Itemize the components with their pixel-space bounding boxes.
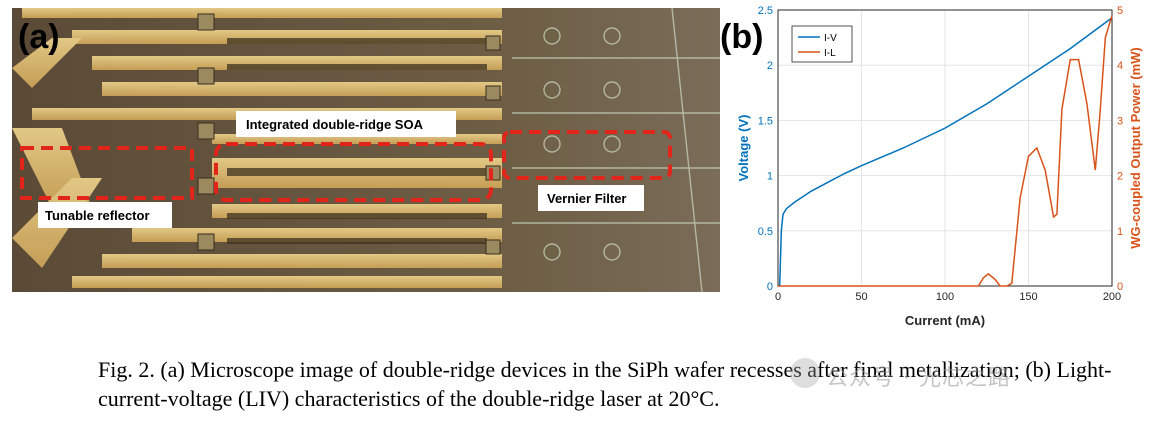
figure-caption: Fig. 2. (a) Microscope image of double-r…: [98, 357, 1112, 411]
y-left-axis-label: Voltage (V): [736, 115, 751, 182]
y-left-tick-label: 2: [767, 60, 773, 72]
watermark-text: 公众号 · 光芯之路: [826, 366, 1011, 391]
soa-label: Integrated double-ridge SOA: [246, 117, 424, 132]
y-right-axis-label: WG-coupled Output Power (mW): [1128, 47, 1143, 248]
y-right-tick-label: 3: [1117, 115, 1123, 127]
x-tick-label: 100: [936, 291, 954, 303]
reflector-label: Tunable reflector: [45, 208, 150, 223]
series-line-i-v: [778, 17, 1113, 287]
tunable-reflector-box: [20, 146, 194, 200]
y-right-tick-label: 0: [1117, 281, 1123, 293]
y-left-tick-labels: 0 0.5 1 1.5 2 2.5: [758, 5, 773, 293]
x-tick-labels: 0 50 100 150 200: [775, 291, 1121, 303]
legend: I-V I-L: [791, 25, 853, 63]
y-right-tick-label: 2: [1117, 171, 1123, 183]
panel-a-label: (a): [18, 18, 60, 56]
y-right-tick-label: 5: [1117, 5, 1123, 17]
y-left-tick-label: 0: [767, 281, 773, 293]
microscope-image: Integrated double-ridge SOA Tunable refl…: [12, 8, 720, 292]
panel-b-label: (b): [720, 18, 763, 56]
x-tick-label: 150: [1019, 291, 1037, 303]
y-left-tick-label: 1.5: [758, 115, 773, 127]
liv-chart: (b) 0 50 100 150 200 0 0.5 1 1.5 2 2.5 0 1 2 3 4 5 Cur…: [720, 5, 1143, 328]
vernier-filter-box: [502, 130, 672, 180]
series-line-i-l: [778, 15, 1113, 287]
y-right-tick-label: 1: [1117, 226, 1123, 238]
x-tick-label: 200: [1103, 291, 1121, 303]
x-tick-label: 0: [775, 291, 781, 303]
x-tick-label: 50: [855, 291, 867, 303]
legend-il-label: I-L: [824, 48, 836, 59]
y-right-tick-labels: 0 1 2 3 4 5: [1117, 5, 1123, 293]
y-left-tick-label: 2.5: [758, 5, 773, 17]
soa-box: [214, 142, 493, 202]
y-left-tick-label: 1: [767, 171, 773, 183]
y-left-tick-label: 0.5: [758, 226, 773, 238]
series: [778, 15, 1113, 287]
filter-label: Vernier Filter: [547, 191, 626, 206]
y-right-tick-label: 4: [1117, 60, 1123, 72]
watermark-logo-icon: [790, 358, 820, 388]
x-axis-label: Current (mA): [905, 313, 985, 328]
legend-iv-label: I-V: [824, 33, 837, 44]
